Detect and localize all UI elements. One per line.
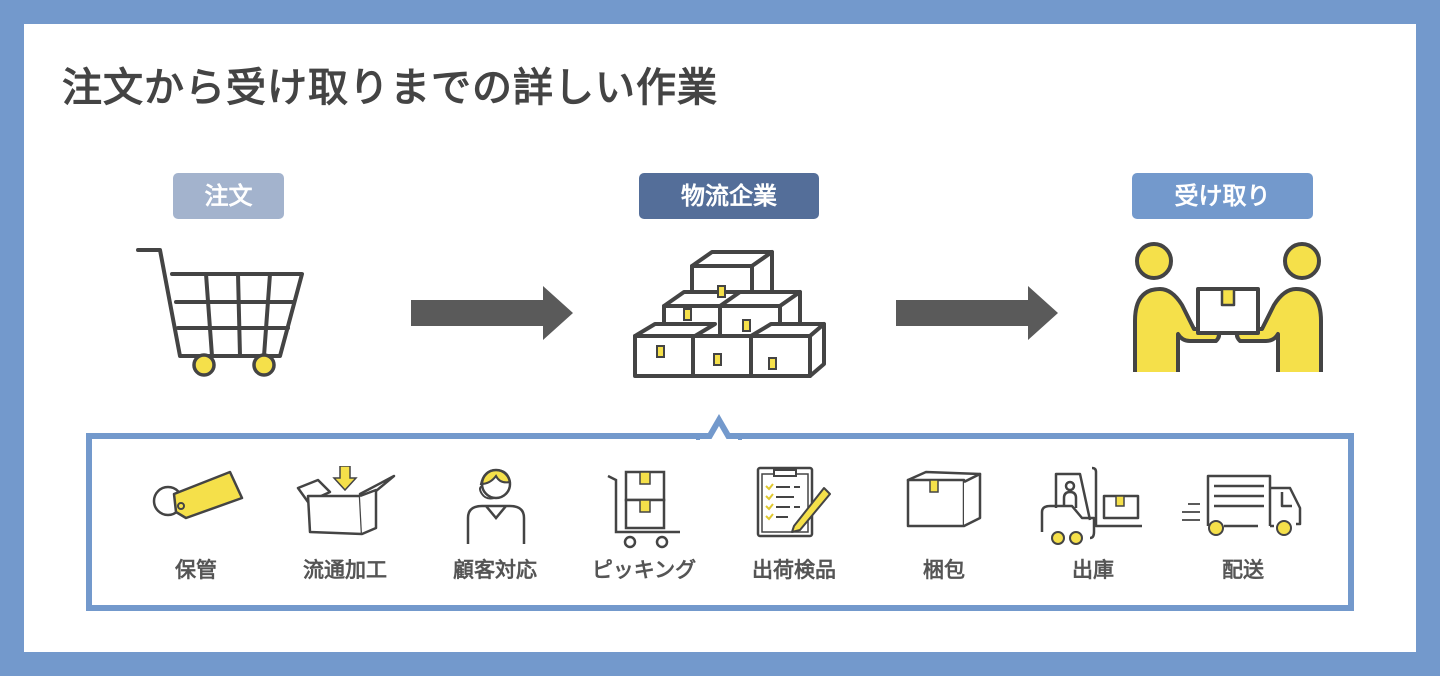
stage-label-order: 注文 xyxy=(173,173,284,219)
stacked-boxes-icon xyxy=(633,250,826,378)
package-handover-icon xyxy=(1133,242,1323,372)
stage-label-receive: 受け取り xyxy=(1132,173,1313,219)
task-label: 梱包 xyxy=(923,558,965,582)
callout-notch xyxy=(696,414,742,440)
delivery-truck-icon xyxy=(1182,474,1302,536)
task-label: 顧客対応 xyxy=(453,558,537,582)
task-label: ピッキング xyxy=(591,558,697,582)
infographic-panel: 注文から受け取りまでの詳しい作業 注文 物流企業 受け取り xyxy=(24,24,1416,652)
shopping-cart-icon xyxy=(136,248,304,377)
forklift-icon xyxy=(1040,466,1142,545)
clipboard-checklist-icon xyxy=(756,466,831,538)
box-icon xyxy=(906,470,982,528)
task-packing: 梱包 xyxy=(869,466,1019,596)
task-shipping-out: 出庫 xyxy=(1018,466,1168,596)
task-label: 保管 xyxy=(175,558,217,582)
task-label: 出庫 xyxy=(1072,558,1114,582)
task-processing: 流通加工 xyxy=(270,466,420,596)
hand-cart-icon xyxy=(607,470,680,549)
task-picking: ピッキング xyxy=(569,466,719,596)
flow-arrow-2 xyxy=(896,286,1058,340)
task-delivery: 配送 xyxy=(1168,466,1318,596)
task-storage: 保管 xyxy=(121,466,271,596)
task-label: 配送 xyxy=(1222,558,1264,582)
task-label: 出荷検品 xyxy=(752,558,836,582)
task-inspection: 出荷検品 xyxy=(719,466,869,596)
open-box-icon xyxy=(296,466,396,536)
logistics-tasks-box xyxy=(86,433,1354,611)
task-label: 流通加工 xyxy=(303,558,387,582)
task-customer-support: 顧客対応 xyxy=(420,466,570,596)
flow-arrow-1 xyxy=(411,286,573,340)
operator-headset-icon xyxy=(466,468,526,544)
page-title: 注文から受け取りまでの詳しい作業 xyxy=(62,65,718,111)
stage-label-logistics: 物流企業 xyxy=(639,173,819,219)
tag-icon xyxy=(152,470,244,520)
